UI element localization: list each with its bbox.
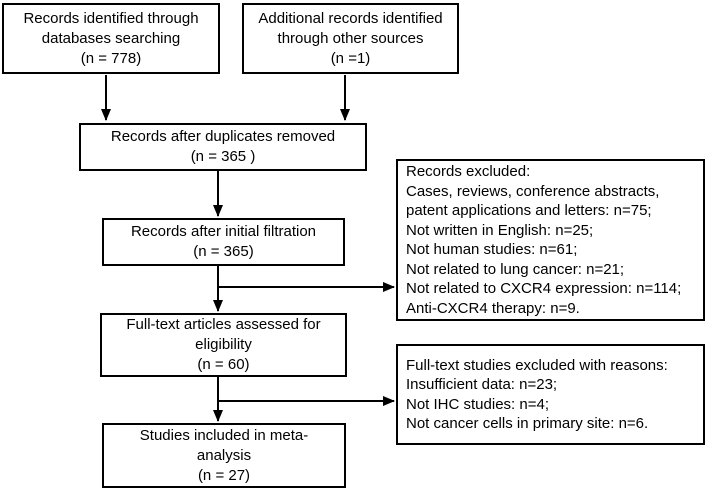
box-fulltext-studies-excluded-reasons: Full-text studies excluded with reasons:… — [396, 344, 705, 445]
box-additional-records-other-sources: Additional records identified through ot… — [242, 3, 459, 74]
box-records-after-initial-filtration: Records after initial filtration (n = 36… — [102, 218, 345, 266]
box-studies-included-meta-analysis: Studies included in meta- analysis (n = … — [102, 423, 346, 488]
box-records-identified-databases: Records identified through databases sea… — [2, 3, 220, 74]
box-fulltext-articles-assessed: Full-text articles assessed for eligibil… — [100, 313, 347, 377]
box-records-excluded-reasons: Records excluded: Cases, reviews, confer… — [396, 159, 705, 321]
box-records-after-duplicates-removed: Records after duplicates removed (n = 36… — [79, 123, 367, 171]
